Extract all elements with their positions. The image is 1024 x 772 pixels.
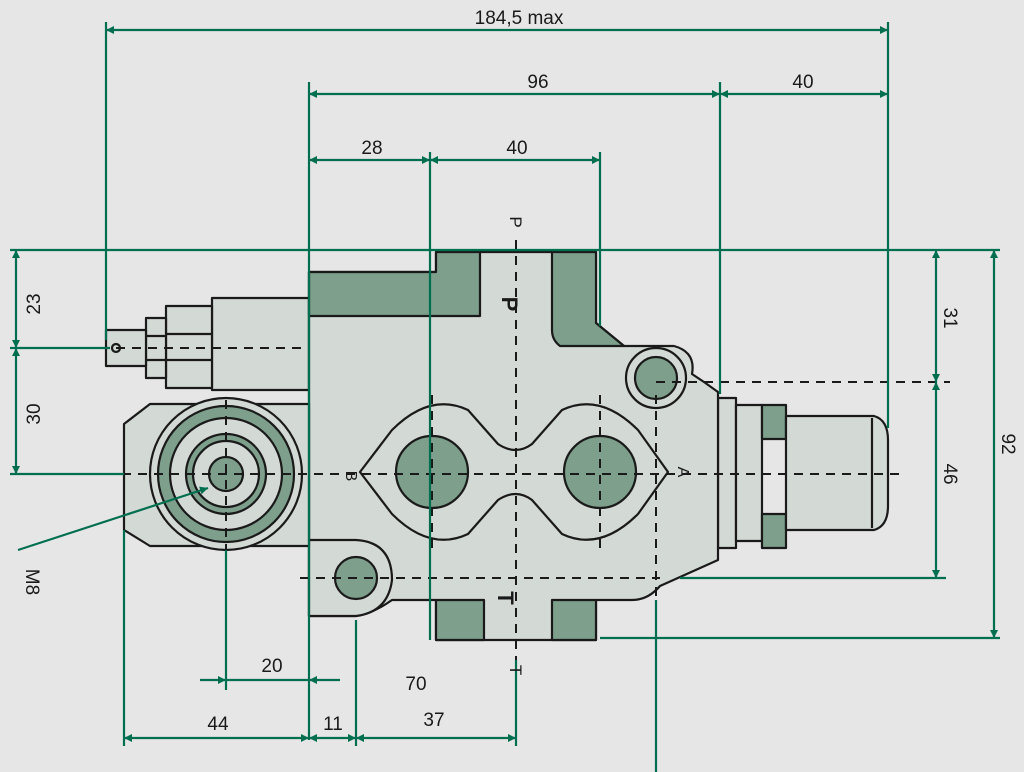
mount-hole-top xyxy=(633,355,679,401)
label-bolt-to-axis: 30 xyxy=(24,403,45,424)
housing-recess-top-left xyxy=(307,250,482,318)
port-t-body-label: T xyxy=(493,591,518,605)
port-a-label: A xyxy=(674,467,691,478)
label-overall-width: 184,5 max xyxy=(475,8,564,29)
label-bottom-37: 37 xyxy=(423,710,444,731)
spring-cap-nut-bottom xyxy=(760,512,788,550)
label-mount-to-bottom: 46 xyxy=(939,463,960,484)
spring-cap-dome xyxy=(784,414,890,532)
center-lines xyxy=(116,240,950,660)
port-p-top-label: P xyxy=(506,216,525,227)
label-port-offset: 28 xyxy=(361,138,382,159)
spring-cap-nut-top xyxy=(760,403,788,441)
label-bottom-44: 44 xyxy=(207,714,229,735)
label-bottom-20: 20 xyxy=(261,656,282,677)
label-top-to-mount: 31 xyxy=(939,307,960,328)
port-labels: P P T T A B xyxy=(342,216,691,675)
label-spool-length: 40 xyxy=(792,72,813,93)
label-port-spacing: 40 xyxy=(506,138,527,159)
housing-recess-bottom-left xyxy=(434,598,486,642)
label-bottom-11: 11 xyxy=(323,714,343,735)
port-b-label: B xyxy=(342,471,359,482)
label-bottom-70: 70 xyxy=(405,674,426,695)
label-body-width: 96 xyxy=(527,72,548,93)
label-top-to-bolt: 23 xyxy=(24,293,45,314)
port-t-bottom-label: T xyxy=(506,665,525,675)
label-thread-m8: M8 xyxy=(21,569,42,595)
valve-body xyxy=(104,250,890,642)
dimension-lines xyxy=(10,22,1000,772)
lever-clevis-block xyxy=(210,296,311,392)
port-p-body-label: P xyxy=(497,297,522,312)
m8-leader-line xyxy=(17,486,209,552)
port-lobes-outline xyxy=(358,403,670,541)
housing-recess-top-right xyxy=(550,250,626,348)
dimension-labels: 184,5 max 96 40 28 40 23 30 31 46 92 M8 … xyxy=(21,8,1018,735)
housing-recess-bottom-right xyxy=(550,598,598,642)
label-overall-height: 92 xyxy=(997,433,1018,454)
